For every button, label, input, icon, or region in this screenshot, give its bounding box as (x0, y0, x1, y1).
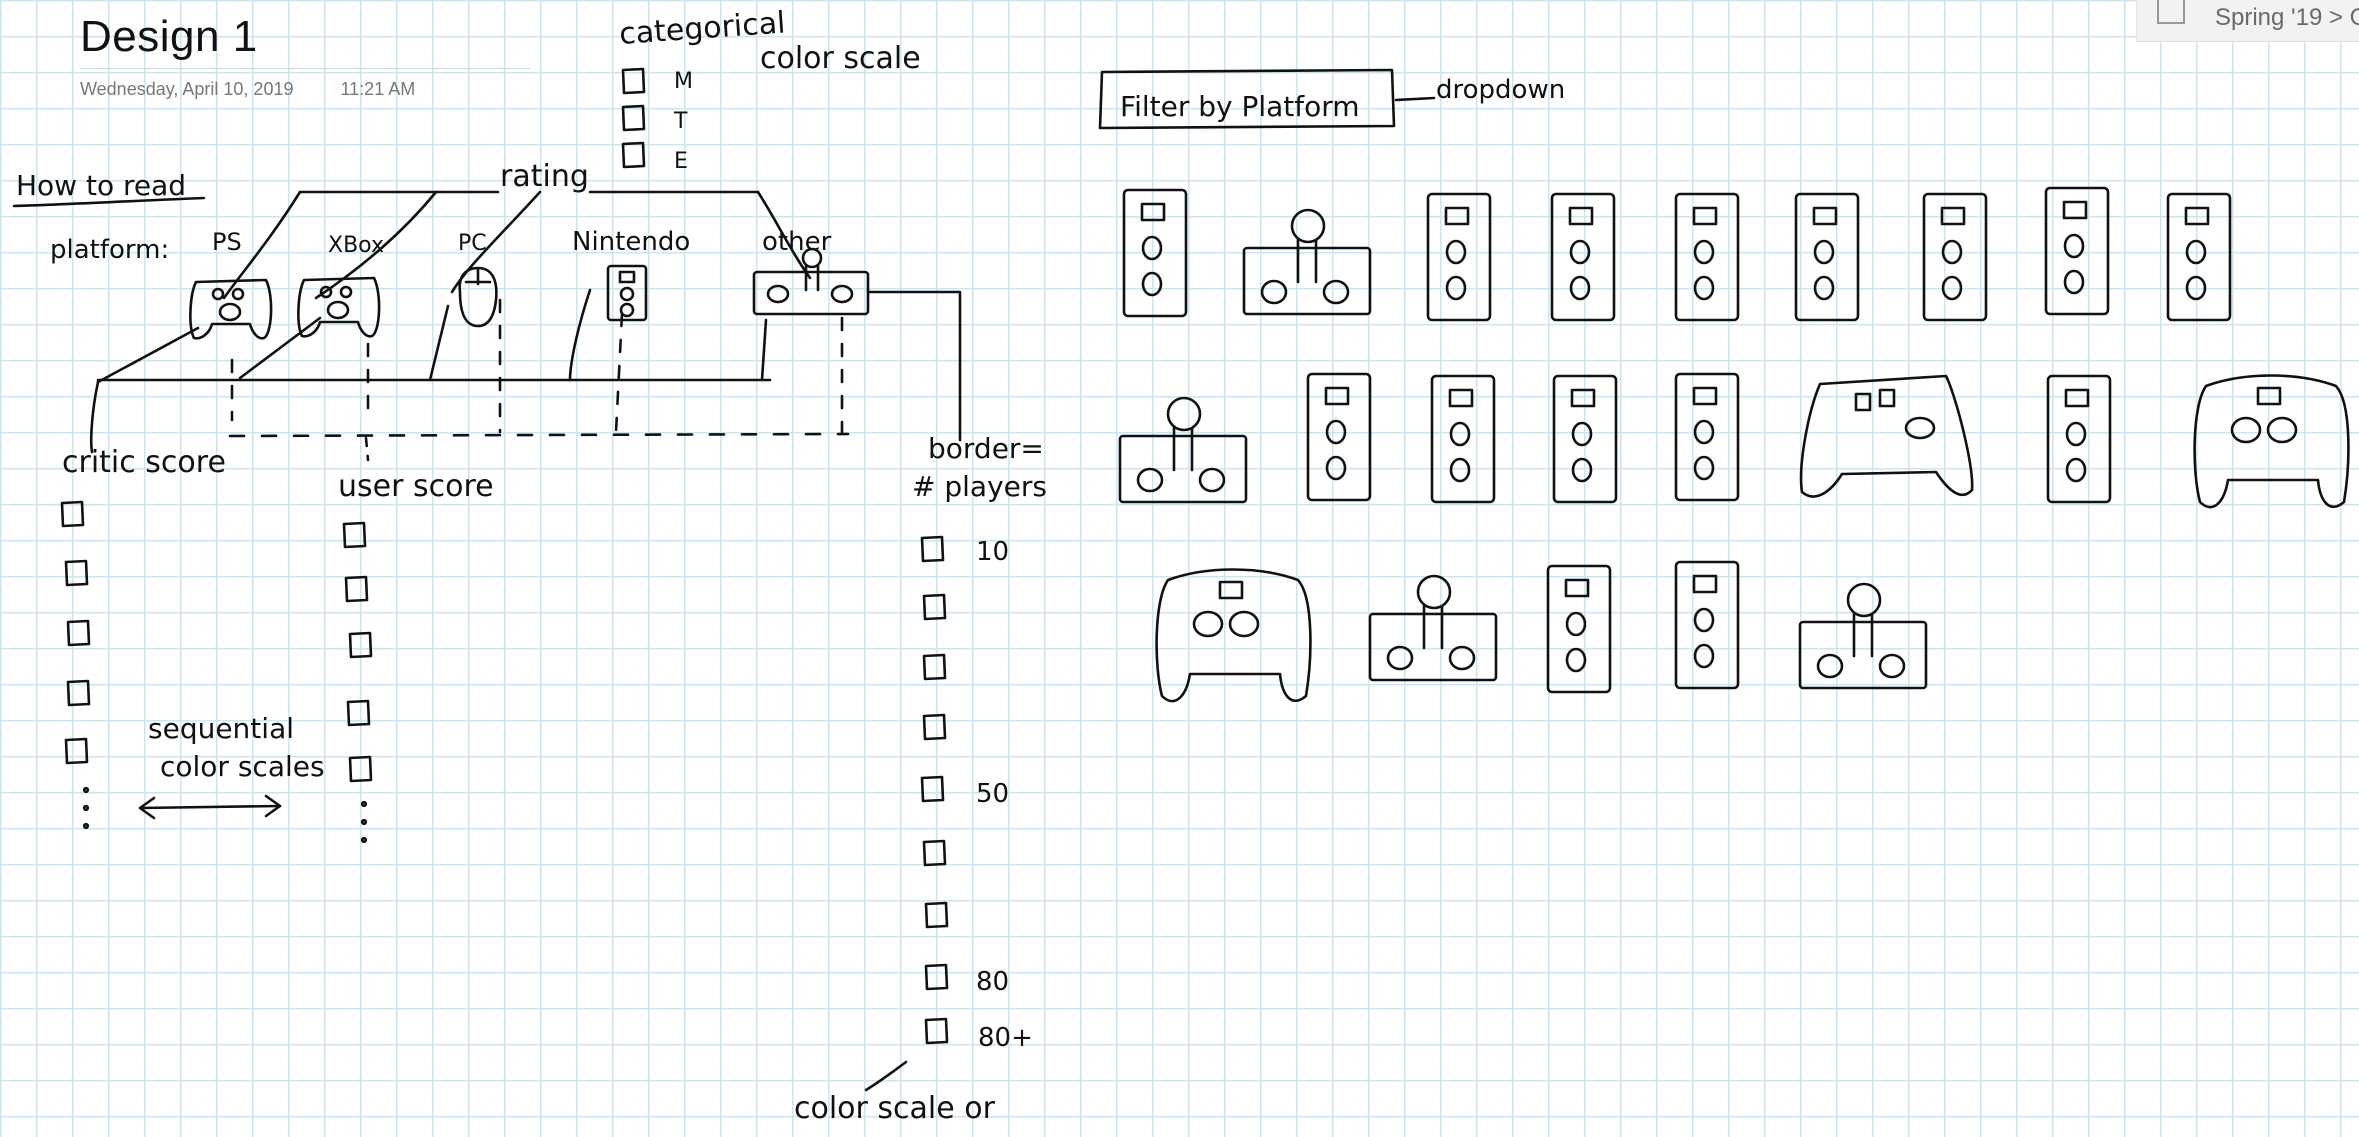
user-score-scale (342, 521, 373, 844)
filter-dropdown[interactable]: Filter by Platform (1098, 68, 1396, 130)
how-to-read-label: How to read (16, 169, 186, 202)
how-to-read-diagram (89, 190, 962, 462)
color-scales-label: color scales (160, 750, 325, 783)
rating-legend: categorical color scale M T E (618, 5, 921, 174)
game-glyph[interactable] (1430, 374, 1496, 504)
game-glyph[interactable] (1799, 374, 1974, 498)
game-glyph[interactable] (1122, 188, 1188, 318)
border-label: border= (928, 432, 1044, 465)
game-glyph[interactable] (2166, 192, 2232, 322)
page-header: Design 1 Wednesday, April 10, 2019 11:21… (80, 12, 530, 100)
game-glyph[interactable] (2193, 374, 2350, 509)
rating-swatch-m (621, 67, 646, 95)
nintendo-handheld-icon (606, 264, 648, 322)
breadcrumb-text: Spring '19 > C (2215, 4, 2359, 31)
other-console-icon (752, 247, 870, 316)
platform-nintendo-label: Nintendo (572, 227, 690, 257)
platform-label: platform: (50, 235, 169, 265)
critic-score-scale (60, 500, 91, 830)
rating-e: E (674, 149, 688, 174)
rating-swatch-e (621, 141, 646, 169)
game-glyph[interactable] (1674, 560, 1740, 690)
game-glyph[interactable] (2046, 374, 2112, 504)
game-glyph[interactable] (1922, 192, 1988, 322)
color-scale-label: color scale (760, 41, 921, 76)
platform-other-label: other (762, 227, 832, 257)
dropdown-label: dropdown (1436, 75, 1565, 105)
game-glyph[interactable] (1426, 192, 1492, 322)
rating-label: rating (500, 159, 589, 194)
game-glyph[interactable] (1306, 372, 1372, 502)
game-glyph[interactable] (1550, 192, 1616, 322)
title-underline (80, 68, 530, 69)
players-label: # players (912, 470, 1047, 503)
players-80: 80 (976, 967, 1009, 997)
page-date: Wednesday, April 10, 2019 (80, 79, 294, 99)
xbox-controller-icon (297, 276, 381, 338)
game-glyph[interactable] (1155, 568, 1312, 703)
filter-label: Filter by Platform (1120, 90, 1360, 123)
game-glyph[interactable] (1794, 192, 1860, 322)
game-glyph[interactable] (1798, 582, 1928, 690)
user-score-label: user score (338, 469, 494, 504)
game-glyph[interactable] (1242, 208, 1372, 316)
platform-ps-label: PS (212, 228, 242, 256)
breadcrumb[interactable]: Spring '19 > C (2136, 0, 2359, 42)
page-meta: Wednesday, April 10, 2019 11:21 AM (80, 79, 530, 100)
bottom-note: color scale or (794, 1091, 996, 1126)
notebook-icon (2157, 0, 2185, 24)
game-glyph[interactable] (1368, 574, 1498, 682)
game-glyph[interactable] (1674, 372, 1740, 502)
game-glyph[interactable] (1674, 192, 1740, 322)
game-grid (1118, 186, 2350, 703)
game-glyph[interactable] (1552, 374, 1618, 504)
rating-m: M (674, 69, 693, 94)
pc-mouse-icon (458, 266, 498, 328)
page-title[interactable]: Design 1 (80, 12, 258, 61)
players-50: 50 (976, 779, 1009, 809)
game-glyph[interactable] (1546, 564, 1612, 694)
players-80-plus: 80+ (978, 1023, 1033, 1053)
platform-pc-label: PC (458, 231, 487, 256)
game-glyph[interactable] (1118, 396, 1248, 504)
critic-score-label: critic score (62, 445, 226, 480)
rating-swatch-t (621, 104, 646, 132)
page-time: 11:21 AM (340, 79, 416, 99)
players-scale (920, 535, 949, 1045)
game-glyph[interactable] (2044, 186, 2110, 316)
rating-t: T (673, 109, 688, 134)
double-arrow-icon (138, 794, 282, 820)
sequential-label: sequential (148, 712, 294, 745)
players-10: 10 (976, 537, 1009, 567)
